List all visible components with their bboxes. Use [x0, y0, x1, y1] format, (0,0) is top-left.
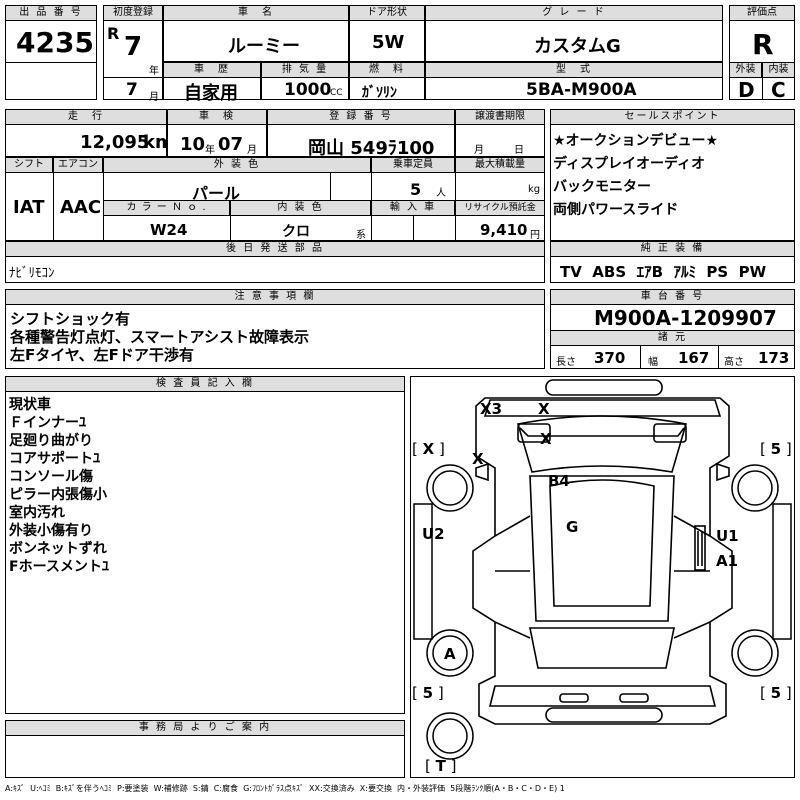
- inspector-line: コンソール傷: [9, 469, 93, 485]
- bracket-rear-left: [ 5 ]: [412, 684, 444, 702]
- roof-panel: [549, 479, 655, 607]
- inspector-line: 足廻り曲がり: [9, 433, 93, 449]
- equipment: TV ABS ｴｱB ｱﾙﾐ PS PW: [560, 263, 767, 281]
- door-type: 5W: [372, 32, 405, 53]
- damage-mark: U2: [422, 525, 445, 543]
- damage-mark: X: [540, 430, 552, 448]
- selling-point: ★オークションデビュー★: [553, 133, 719, 149]
- wheel-rear-right: [731, 629, 779, 677]
- history: 自家用: [184, 83, 238, 104]
- bracket-spare: [ T ]: [425, 757, 457, 775]
- inspector-line: 外装小傷有り: [9, 523, 93, 539]
- recycle-fee: 9,410: [480, 221, 528, 239]
- car-diagram-box: [410, 376, 795, 778]
- selling-points-box: [550, 109, 795, 241]
- rear-bumper: [488, 685, 717, 707]
- parts-to-send: ﾅﾋﾞﾘﾓｺﾝ: [9, 266, 55, 281]
- bracket-front-left: [ X ]: [412, 440, 445, 458]
- interior-color: クロ: [282, 224, 310, 240]
- height: 173: [758, 349, 790, 367]
- displacement: 1000: [284, 80, 332, 100]
- wheel-front-left: [426, 464, 474, 512]
- bracket-front-right: [ 5 ]: [760, 440, 792, 458]
- note-line: シフトショック有: [10, 310, 131, 328]
- selling-point: ディスプレイオーディオ: [553, 156, 706, 172]
- inspector-notes: 現状車 Ｆインナーﾕ 足廻り曲がり コアサポートﾕ コンソール傷 ピラー内張傷小…: [9, 396, 109, 576]
- selling-point: 両側パワースライド: [553, 202, 679, 218]
- selling-point: バックモニター: [553, 179, 651, 195]
- roof-box: [545, 379, 663, 396]
- cabin: [529, 475, 675, 622]
- bracket-rear-right: [ 5 ]: [760, 684, 792, 702]
- spare-wheel: [426, 712, 474, 760]
- wheel-front-right: [731, 464, 779, 512]
- inspection-year: 10: [180, 134, 206, 155]
- lot-number-label: 出 品 番 号: [5, 5, 97, 21]
- bracket-value: T: [435, 757, 446, 775]
- lot-number: 4235: [16, 26, 94, 59]
- inspector-line: 室内汚れ: [9, 505, 65, 521]
- first-reg-month: 7: [126, 80, 138, 100]
- damage-mark: A: [444, 645, 456, 663]
- bracket-value: 5: [422, 684, 434, 702]
- car-diagram: [413, 379, 792, 760]
- auction-score: R: [752, 28, 774, 61]
- legend: A:ｷｽﾞ U:ﾍｺﾐ B:ｷｽﾞを伴うﾍｺﾐ P:要塗装 W:補修跡 S:錆 …: [5, 784, 565, 793]
- inspector-line: 現状車: [9, 397, 51, 413]
- chassis-number: M900A-1209907: [594, 306, 777, 330]
- mileage: 12,095: [80, 132, 150, 153]
- damage-mark: X: [538, 400, 550, 418]
- shift: IAT: [13, 197, 45, 218]
- rear-box: [545, 707, 663, 723]
- damage-mark: U1: [716, 527, 739, 545]
- damage-mark: B4: [548, 472, 570, 490]
- exterior-score: D: [738, 78, 755, 102]
- headlight-left: [517, 423, 551, 443]
- note-line: 各種警告灯点灯、スマートアシスト故障表示: [10, 328, 309, 346]
- front-bumper: [483, 399, 722, 417]
- car-body: [472, 397, 733, 725]
- grade: カスタムG: [534, 36, 621, 57]
- damage-mark: G: [566, 518, 579, 536]
- damage-mark: X: [472, 450, 484, 468]
- fuel: ｶﾞｿﾘﾝ: [362, 85, 397, 101]
- first-reg-year: 7: [124, 32, 143, 62]
- aircon: AAC: [60, 197, 102, 218]
- first-registration-label: 初度登録: [103, 5, 163, 21]
- exterior-color: パール: [192, 184, 241, 203]
- bracket-value: X: [422, 440, 435, 458]
- width: 167: [678, 349, 710, 367]
- headlight-right: [653, 423, 687, 443]
- damage-mark: A1: [716, 552, 739, 570]
- capacity: 5: [410, 180, 422, 199]
- bracket-value: 5: [770, 440, 782, 458]
- color-number: W24: [150, 221, 188, 239]
- inspector-line: Ｆインナーﾕ: [9, 415, 86, 431]
- windshield: [516, 415, 688, 473]
- plate-number: 岡山 549ﾗ100: [308, 138, 435, 159]
- inspector-box: [5, 376, 405, 714]
- inspector-line: Fホースメントﾕ: [9, 559, 109, 575]
- note-line: 左Fタイヤ、左Fドア干渉有: [10, 346, 194, 364]
- inspector-line: コアサポートﾕ: [9, 451, 100, 467]
- inspector-line: ピラー内張傷小: [9, 487, 107, 503]
- model-code: 5BA-M900A: [526, 80, 637, 100]
- interior-score: C: [771, 78, 786, 102]
- wheel-rear-left: [426, 629, 474, 677]
- notes-list: シフトショック有 各種警告灯点灯、スマートアシスト故障表示 左Fタイヤ、左Fドア…: [10, 310, 309, 364]
- bracket-value: 5: [770, 684, 782, 702]
- inspection-month: 07: [218, 134, 244, 155]
- length: 370: [594, 349, 626, 367]
- car-name: ルーミー: [228, 36, 300, 57]
- era: R: [107, 24, 120, 43]
- selling-points-list: ★オークションデビュー★ ディスプレイオーディオ バックモニター 両側パワースラ…: [553, 130, 718, 222]
- damage-mark: X3: [480, 400, 503, 418]
- inspector-line: ボンネットずれ: [9, 541, 107, 557]
- rear-window: [529, 627, 675, 669]
